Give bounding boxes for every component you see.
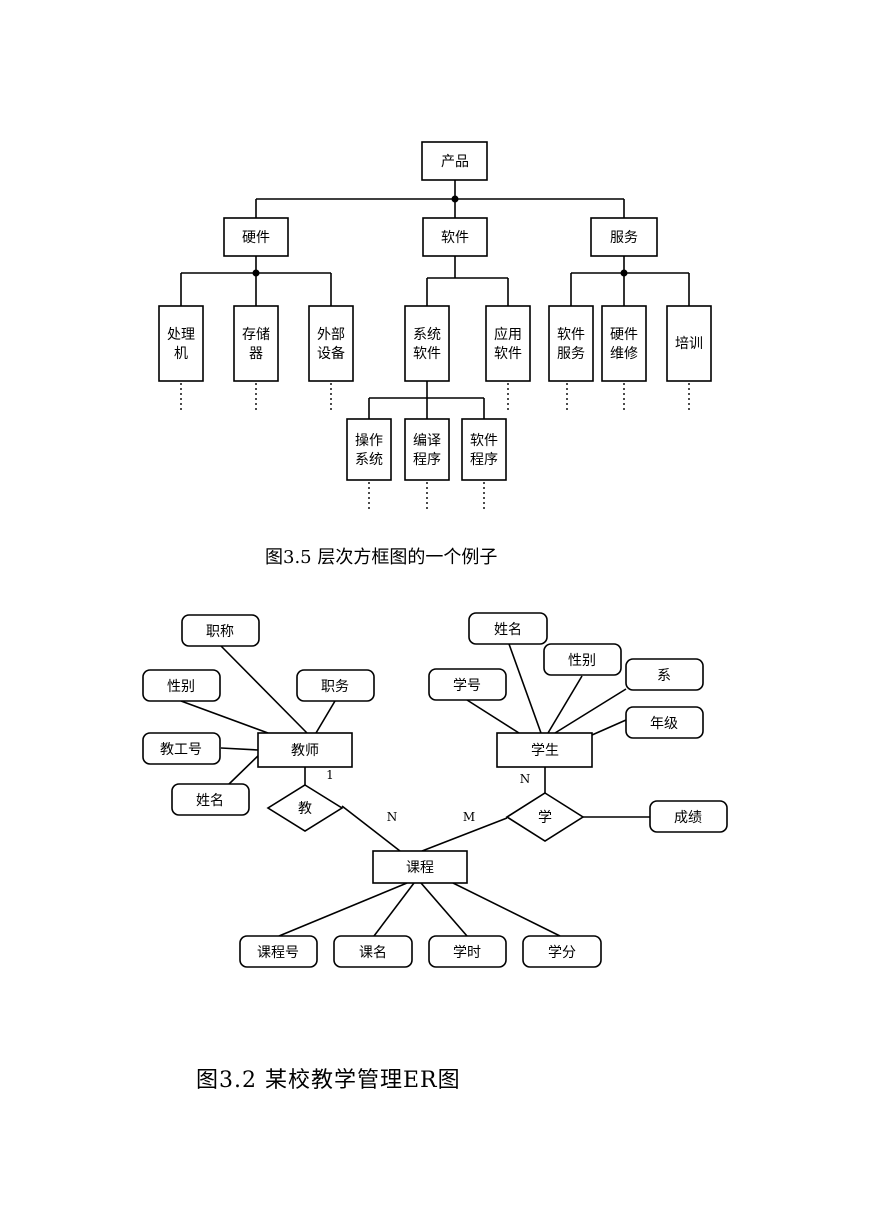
relationship-label: 学 xyxy=(538,810,552,826)
attr-teacher-gender: 性别 xyxy=(142,669,221,702)
node-label: 处理 xyxy=(167,327,195,343)
node-hardware-repair: 硬件 维修 xyxy=(601,305,647,382)
node-software-program: 软件 程序 xyxy=(461,418,507,481)
attr-teacher-title: 职称 xyxy=(181,614,260,647)
hierarchy-diagram: 产品 硬件 软件 服务 处理 机 存储 器 外部 设备 xyxy=(158,141,712,568)
node-label: 系统 xyxy=(413,327,441,343)
entity-label: 学生 xyxy=(531,743,559,759)
attr-label: 系 xyxy=(657,668,671,684)
entity-student: 学生 xyxy=(496,732,593,768)
node-label: 操作 xyxy=(355,433,383,449)
node-label: 程序 xyxy=(470,452,498,468)
hierarchy-connectors xyxy=(180,180,690,419)
attr-student-grade: 年级 xyxy=(625,706,704,739)
attr-course-hours: 学时 xyxy=(428,935,507,968)
node-label: 程序 xyxy=(413,452,441,468)
hierarchy-caption: 图3.5 层次方框图的一个例子 xyxy=(265,547,497,568)
attr-label: 学时 xyxy=(453,945,481,961)
node-label: 硬件 xyxy=(242,230,270,246)
node-processor: 处理 机 xyxy=(158,305,204,382)
attr-label: 职称 xyxy=(206,624,234,640)
attr-label: 课名 xyxy=(359,945,387,961)
attr-course-credits: 学分 xyxy=(522,935,602,968)
node-application-software: 应用 软件 xyxy=(485,305,531,382)
node-label: 服务 xyxy=(610,230,638,246)
node-label: 软件 xyxy=(413,346,441,362)
attr-label: 姓名 xyxy=(196,793,224,809)
cardinality-student: N xyxy=(520,772,531,786)
junction-dot xyxy=(252,269,260,277)
cardinality-teacher: 1 xyxy=(326,768,334,782)
node-product: 产品 xyxy=(421,141,488,181)
continuation-dots xyxy=(180,383,690,512)
attr-score: 成绩 xyxy=(649,800,728,833)
node-hardware: 硬件 xyxy=(223,217,289,257)
node-label: 软件 xyxy=(441,230,469,246)
attr-label: 学号 xyxy=(453,678,481,694)
node-operating-system: 操作 系统 xyxy=(346,418,392,481)
node-label: 软件 xyxy=(557,327,585,343)
node-storage: 存储 器 xyxy=(233,305,279,382)
attr-student-dept: 系 xyxy=(625,658,704,691)
er-connectors xyxy=(180,643,650,937)
attr-label: 职务 xyxy=(321,679,349,695)
attr-label: 性别 xyxy=(167,679,195,695)
attr-student-id: 学号 xyxy=(428,668,507,701)
node-peripheral: 外部 设备 xyxy=(308,305,354,382)
attr-course-name: 课名 xyxy=(333,935,413,968)
relationship-learn: 学 xyxy=(505,792,585,842)
entity-label: 课程 xyxy=(406,860,434,876)
er-diagram: 职称 性别 职务 教工号 姓名 教师 教 xyxy=(142,612,728,1093)
cardinality-teach-course: N xyxy=(387,810,398,824)
node-label: 设备 xyxy=(317,345,345,362)
node-label: 存储 xyxy=(242,327,270,343)
node-label: 系统 xyxy=(355,452,383,468)
attr-label: 姓名 xyxy=(494,622,522,638)
er-caption: 图3.2 某校教学管理ER图 xyxy=(196,1068,461,1093)
attr-student-gender: 性别 xyxy=(543,643,622,676)
node-software: 软件 xyxy=(422,217,488,257)
entity-label: 教师 xyxy=(291,743,319,759)
junction-dot xyxy=(451,195,459,203)
node-label: 器 xyxy=(249,346,263,362)
cardinality-learn-course: M xyxy=(463,810,475,824)
attr-label: 课程号 xyxy=(257,945,299,961)
attr-label: 学分 xyxy=(548,945,576,961)
relationship-label: 教 xyxy=(298,801,312,817)
node-label: 编译 xyxy=(413,433,441,449)
relationship-teach: 教 xyxy=(266,784,344,832)
attr-student-name: 姓名 xyxy=(468,612,548,645)
attr-label: 年级 xyxy=(650,716,678,732)
node-label: 产品 xyxy=(441,154,469,170)
node-service: 服务 xyxy=(590,217,658,257)
node-system-software: 系统 软件 xyxy=(404,305,450,382)
attr-label: 成绩 xyxy=(674,810,702,826)
node-label: 外部 xyxy=(317,327,345,343)
entity-course: 课程 xyxy=(372,850,468,884)
junction-dot xyxy=(620,269,628,277)
node-label: 软件 xyxy=(470,433,498,449)
node-label: 培训 xyxy=(675,336,703,352)
attr-label: 教工号 xyxy=(160,742,202,758)
node-label: 维修 xyxy=(610,346,638,362)
node-compiler: 编译 程序 xyxy=(404,418,450,481)
attr-teacher-post: 职务 xyxy=(296,669,375,702)
attr-label: 性别 xyxy=(568,653,596,669)
node-label: 应用 xyxy=(494,326,522,343)
node-label: 机 xyxy=(174,346,188,362)
attr-teacher-name: 姓名 xyxy=(171,783,250,816)
node-software-service: 软件 服务 xyxy=(548,305,594,382)
node-training: 培训 xyxy=(666,305,712,382)
node-label: 硬件 xyxy=(610,327,638,343)
attr-course-id: 课程号 xyxy=(239,935,318,968)
attr-teacher-id: 教工号 xyxy=(142,732,221,765)
entity-teacher: 教师 xyxy=(257,732,353,768)
node-label: 服务 xyxy=(557,346,585,362)
node-label: 软件 xyxy=(494,346,522,362)
